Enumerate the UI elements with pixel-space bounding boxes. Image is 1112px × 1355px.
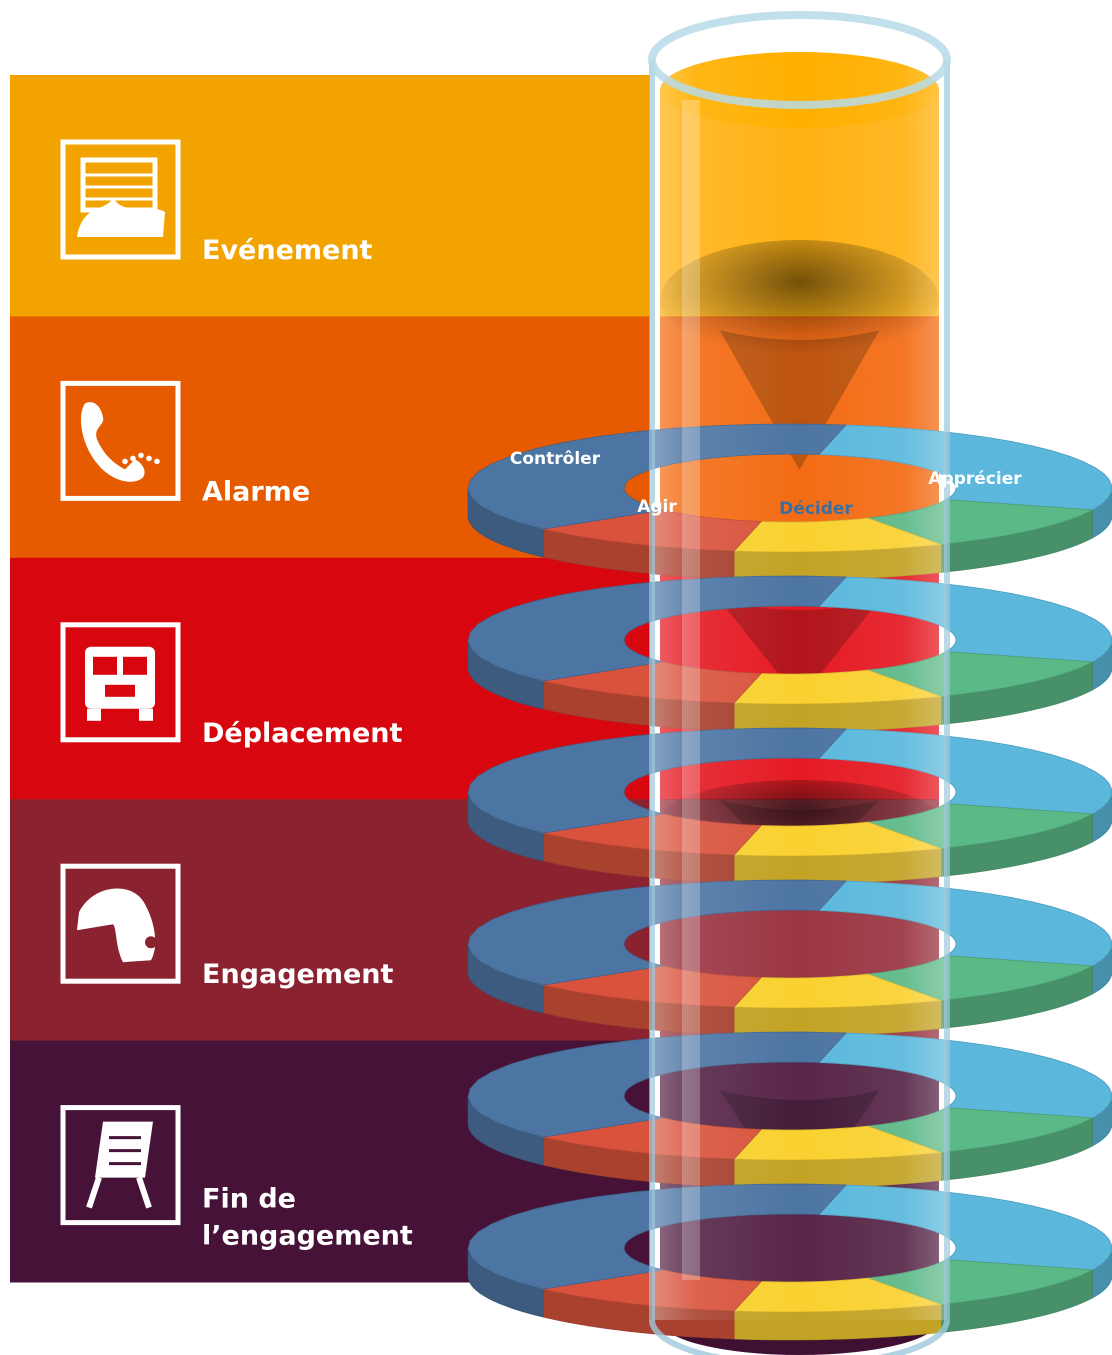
glass-tube-front (648, 11, 951, 1355)
building-fire-icon (60, 139, 181, 260)
phase-label-5-line-2: l’engagement (202, 1221, 413, 1252)
phase-label-2: Alarme (202, 476, 310, 507)
phone-icon (60, 380, 181, 501)
cycle-label-4: Agir (637, 497, 677, 517)
phase-label-5-line-1: Fin de (202, 1184, 296, 1215)
phase-label-1: Evénement (202, 235, 373, 266)
checklist-board-icon (60, 1105, 181, 1226)
phase-label-4: Engagement (202, 959, 394, 990)
tube-rim (648, 11, 951, 109)
cycle-label-2: Apprécier (928, 469, 1022, 489)
cycle-label-3: Décider (779, 499, 853, 519)
cycle-label-5: Contrôler (510, 449, 601, 469)
tube-glass (648, 11, 951, 1355)
phase-label-3: Déplacement (202, 718, 403, 749)
phase-band-1 (10, 75, 650, 317)
cycle-label-1: Constater (1010, 403, 1105, 423)
fire-truck-icon (60, 622, 181, 743)
firefighter-helmet-icon (60, 863, 181, 984)
phase-labels: EvénementAlarmeDéplacementEngagementFin … (60, 139, 413, 1252)
